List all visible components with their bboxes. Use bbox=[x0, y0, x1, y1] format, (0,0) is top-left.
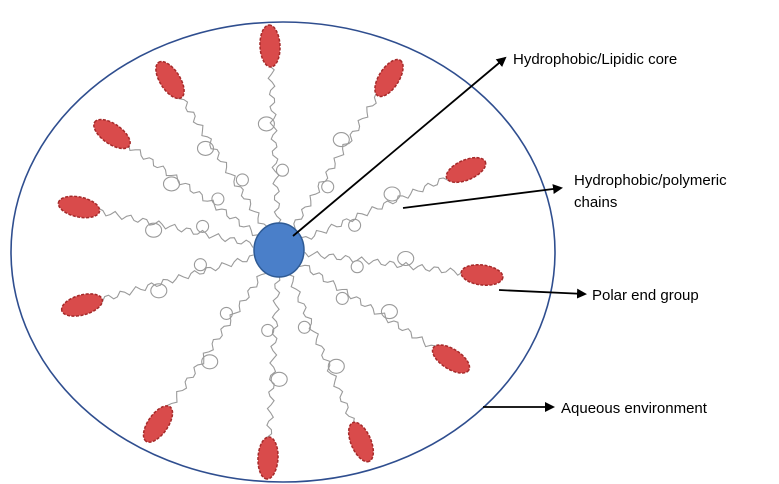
chain-loop bbox=[384, 187, 400, 201]
polar-head bbox=[259, 25, 281, 68]
arrow-polar bbox=[499, 290, 585, 294]
chain-loop bbox=[336, 292, 348, 304]
chain bbox=[267, 276, 280, 442]
chain-loop bbox=[164, 177, 180, 191]
chain-loop bbox=[258, 117, 274, 131]
arrow-core bbox=[293, 58, 505, 236]
chain-loop bbox=[271, 372, 287, 386]
chain-loop bbox=[212, 193, 224, 205]
label-aqueous: Aqueous environment bbox=[561, 400, 708, 417]
chain-loop bbox=[328, 359, 344, 373]
polar-head bbox=[443, 153, 489, 188]
chain bbox=[302, 177, 452, 239]
chain-loop bbox=[277, 164, 289, 176]
polar-head bbox=[59, 290, 105, 321]
chain bbox=[294, 93, 383, 230]
chain bbox=[299, 265, 436, 352]
polar-head bbox=[369, 55, 408, 101]
chain-loop bbox=[262, 324, 274, 336]
chain bbox=[178, 94, 267, 227]
chain-loop bbox=[220, 307, 232, 319]
hydrophobic-core bbox=[254, 223, 304, 277]
chain bbox=[305, 252, 467, 276]
chain-loop bbox=[236, 174, 248, 186]
chain bbox=[288, 274, 354, 428]
chain-loop bbox=[349, 219, 361, 231]
chain-loop bbox=[351, 261, 363, 273]
chain bbox=[98, 255, 254, 302]
chain bbox=[127, 141, 258, 236]
polar-head bbox=[257, 437, 279, 480]
chain-loop bbox=[322, 181, 334, 193]
label-chains-line1: Hydrophobic/polymeric bbox=[574, 172, 727, 189]
label-polar: Polar end group bbox=[592, 287, 699, 304]
chain-loop bbox=[146, 223, 162, 237]
chain bbox=[268, 62, 281, 224]
polar-head bbox=[460, 263, 504, 288]
polar-head bbox=[344, 419, 379, 465]
polar-head bbox=[89, 114, 135, 154]
chain-loop bbox=[381, 305, 397, 319]
chain-loop bbox=[194, 259, 206, 271]
polar-head bbox=[150, 57, 190, 103]
label-chains-line2: chains bbox=[574, 194, 617, 211]
label-core: Hydrophobic/Lipidic core bbox=[513, 51, 677, 68]
chain bbox=[167, 273, 267, 412]
polar-head bbox=[56, 193, 101, 221]
polar-head bbox=[428, 339, 474, 378]
polar-head bbox=[138, 401, 178, 447]
chain bbox=[94, 209, 253, 248]
chain-loop bbox=[333, 133, 349, 147]
arrow-chains bbox=[403, 188, 561, 208]
chain-loop bbox=[298, 321, 310, 333]
